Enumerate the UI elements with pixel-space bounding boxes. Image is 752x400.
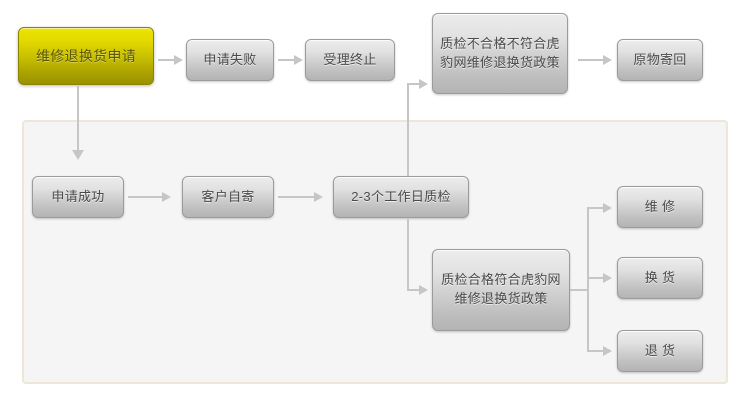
node-application-failed[interactable]: 申请失败: [186, 39, 274, 81]
node-quality-check-2-3-days[interactable]: 2-3个工作日质检: [333, 176, 469, 218]
arrowhead-right-icon: [314, 192, 323, 202]
node-label: 质检合格符合虎豹网维修退换货政策: [441, 272, 561, 306]
arrowhead-right-icon: [603, 203, 612, 213]
node-repair-return-application[interactable]: 维修退换货申请: [18, 27, 154, 85]
arrowhead-right-icon: [603, 346, 612, 356]
arrowhead-right-icon: [419, 79, 428, 89]
edge-trunk-to-refund: [587, 350, 605, 352]
node-label: 原物寄回: [633, 51, 687, 67]
approved-flow-panel: [22, 120, 728, 384]
node-label: 维修退换货申请: [35, 47, 137, 64]
node-case-terminated[interactable]: 受理终止: [305, 39, 395, 81]
arrowhead-right-icon: [162, 192, 171, 202]
edge-qc-to-qcfail-vertical: [407, 83, 409, 176]
edge-qcpass-to-trunk: [570, 289, 589, 291]
arrowhead-down-icon: [72, 150, 84, 160]
node-label: 退 货: [644, 342, 676, 358]
edge-qc-to-qcpass-horizontal: [407, 289, 421, 291]
node-label: 换 货: [644, 269, 676, 285]
edge-fail-to-terminated: [278, 59, 296, 61]
node-label: 维 修: [644, 198, 676, 214]
branch-trunk-vertical: [587, 207, 589, 351]
node-label: 受理终止: [323, 51, 377, 67]
node-qc-failed-policy[interactable]: 质检不合格不符合虎豹网维修退换货政策: [432, 13, 568, 94]
edge-apply-to-success: [77, 86, 79, 152]
node-label: 2-3个工作日质检: [351, 188, 451, 204]
arrowhead-right-icon: [603, 55, 612, 65]
arrowhead-right-icon: [294, 55, 303, 65]
edge-apply-to-fail: [158, 59, 176, 61]
node-customer-self-ship[interactable]: 客户自寄: [182, 176, 274, 218]
arrowhead-right-icon: [174, 55, 183, 65]
node-label: 客户自寄: [201, 188, 255, 204]
arrowhead-right-icon: [419, 285, 428, 295]
node-label: 申请成功: [51, 188, 105, 204]
node-application-succeeded[interactable]: 申请成功: [32, 176, 124, 218]
node-label: 申请失败: [203, 51, 257, 67]
edge-qc-to-qcpass-vertical: [407, 219, 409, 291]
edge-qc-to-qcfail-horizontal: [407, 83, 421, 85]
node-outcome-exchange[interactable]: 换 货: [617, 257, 703, 299]
node-qc-passed-policy[interactable]: 质检合格符合虎豹网维修退换货政策: [432, 249, 570, 331]
edge-trunk-to-exchange: [587, 277, 605, 279]
edge-success-to-ship: [128, 196, 164, 198]
node-outcome-repair[interactable]: 维 修: [617, 186, 703, 228]
node-original-item-returned[interactable]: 原物寄回: [617, 39, 703, 81]
edge-qcfail-to-returnitem: [578, 59, 605, 61]
edge-ship-to-qc: [278, 196, 316, 198]
edge-trunk-to-repair: [587, 207, 605, 209]
node-label: 质检不合格不符合虎豹网维修退换货政策: [440, 35, 560, 70]
arrowhead-right-icon: [603, 273, 612, 283]
node-outcome-refund[interactable]: 退 货: [617, 330, 703, 372]
